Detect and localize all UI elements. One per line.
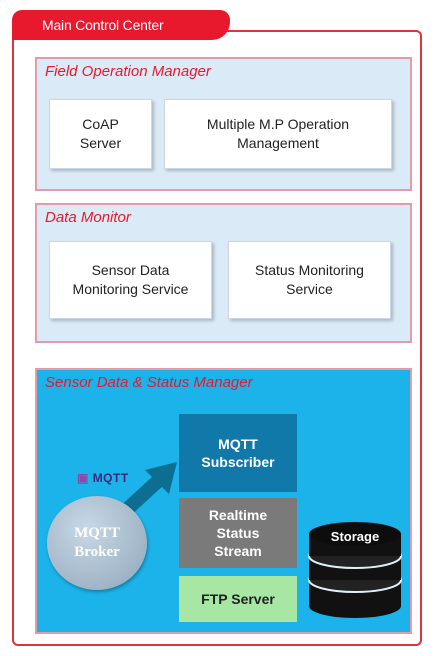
- mqtt-logo-text: MQTT: [92, 471, 129, 485]
- sensor-data-status-manager-title: Sensor Data & Status Manager: [45, 374, 253, 391]
- multiple-mp-operation-box: Multiple M.P Operation Management: [164, 99, 392, 169]
- sensor-data-status-manager-section: Sensor Data & Status Manager MQTT Subscr…: [35, 368, 412, 634]
- storage-label: Storage: [330, 529, 380, 544]
- sensor-data-monitoring-label: Sensor Data Monitoring Service: [72, 262, 189, 297]
- data-monitor-section: Data Monitor Sensor Data Monitoring Serv…: [35, 203, 412, 343]
- field-operation-manager-title: Field Operation Manager: [45, 63, 211, 80]
- main-control-center-tab: Main Control Center: [12, 10, 230, 40]
- status-monitoring-label: Status Monitoring Service: [255, 262, 364, 297]
- mqtt-broker-circle: MQTT Broker: [47, 496, 147, 590]
- ftp-server-label: FTP Server: [201, 591, 275, 607]
- mqtt-subscriber-box: MQTT Subscriber: [179, 414, 297, 492]
- field-operation-manager-section: Field Operation Manager CoAP Server Mult…: [35, 57, 412, 191]
- status-monitoring-box: Status Monitoring Service: [228, 241, 391, 319]
- coap-server-label: CoAP Server: [79, 116, 122, 151]
- storage-database-icon: [308, 522, 402, 618]
- multiple-mp-operation-label: Multiple M.P Operation Management: [206, 116, 350, 151]
- mqtt-subscriber-label: MQTT Subscriber: [201, 436, 275, 470]
- mqtt-broker-label: MQTT Broker: [74, 525, 120, 560]
- ftp-server-box: FTP Server: [179, 576, 297, 622]
- realtime-status-stream-box: Realtime Status Stream: [179, 498, 297, 568]
- sensor-data-monitoring-box: Sensor Data Monitoring Service: [49, 241, 212, 319]
- data-monitor-title: Data Monitor: [45, 209, 131, 226]
- realtime-status-stream-label: Realtime Status Stream: [208, 507, 268, 559]
- mqtt-logo: ▣ MQTT: [77, 471, 129, 485]
- mqtt-logo-mark: ▣: [77, 471, 89, 485]
- coap-server-box: CoAP Server: [49, 99, 152, 169]
